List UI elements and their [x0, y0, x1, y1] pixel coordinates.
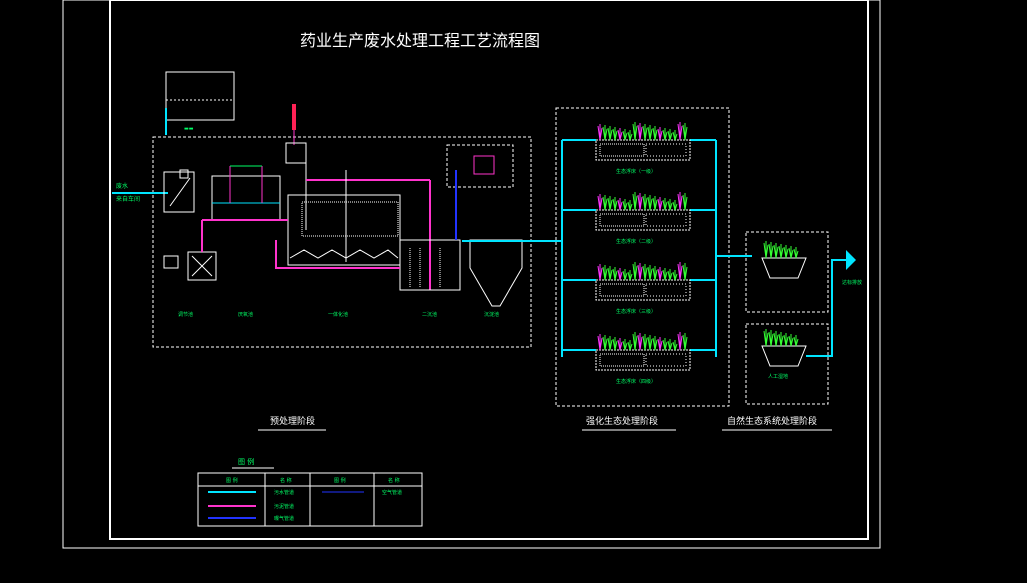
natural-outlet-pipe [806, 259, 846, 357]
outlet-arrow-icon [846, 250, 856, 270]
wetland-cell: 生态浮床（二级） [562, 192, 716, 245]
legend-header-symbol-2: 图 例 [334, 477, 346, 484]
wetland-plants [597, 332, 688, 351]
dosing-device [285, 104, 307, 230]
wetland-plants [597, 122, 688, 141]
wetland-label: 生态浮床（三级） [616, 308, 656, 315]
natural-plants [763, 241, 799, 347]
clarifier-cone [462, 239, 530, 307]
legend-header-name: 名 称 [280, 477, 292, 484]
inlet-label: 废水 [116, 182, 128, 190]
unit-label-pre-e: 沉淀池 [484, 311, 499, 318]
sludge-tank [163, 219, 288, 281]
legend-row1-left: 污水管道 [274, 489, 294, 496]
legend-table [197, 472, 423, 527]
sludge-return-line [275, 240, 400, 269]
wetland-label: 生态浮床（一级） [616, 168, 656, 175]
natural-bio-zone-upper [745, 231, 829, 313]
unit-label-pre-c: 一体化池 [328, 311, 348, 318]
legend-row1-right: 空气管道 [382, 489, 402, 496]
natural-bio-zone-lower [745, 323, 829, 405]
legend-header-symbol: 图 例 [226, 477, 238, 484]
unit-label-pre-b: 厌氧池 [238, 311, 253, 318]
blower-box [446, 144, 514, 240]
wetland-label: 生态浮床（二级） [616, 238, 656, 245]
unit-label-pre-a: 调节池 [178, 311, 193, 318]
wetland-cells: 生态浮床（一级） 生态浮床（二级） 生态浮床（三级） 生态浮床（四级） [562, 122, 716, 385]
stage-label-natural: 自然生态系统处理阶段 [727, 415, 817, 427]
grille-chamber [163, 169, 195, 213]
wetland-cell: 生态浮床（三级） [562, 262, 716, 315]
pond-plants-upper [763, 241, 799, 259]
natural-pond-lower [761, 345, 807, 367]
pond-plants-lower [763, 329, 799, 347]
unit-label-pre-d: 二沉池 [422, 311, 437, 318]
diagram-title: 药业生产废水处理工程工艺流程图 [300, 31, 540, 50]
wetland-cell: 生态浮床（一级） [562, 122, 716, 175]
wetland-plants [597, 192, 688, 211]
regulating-tank [211, 165, 281, 221]
wetland-cell: 生态浮床（四级） [562, 332, 716, 385]
natural-pond-upper [761, 257, 807, 279]
legend-title: 图 例 [238, 457, 254, 466]
outer-frame [62, 0, 881, 549]
legend-header-name-2: 名 称 [388, 477, 400, 484]
stage-label-pretreatment: 预处理阶段 [270, 415, 315, 427]
legend-row2-left: 污泥管道 [274, 503, 294, 510]
unit-label-pond-1: 人工湿地 [768, 373, 788, 380]
inlet-sublabel: 来自车间 [116, 195, 140, 203]
stage-label-enhanced: 强化生态处理阶段 [586, 415, 658, 427]
wetland-label: 生态浮床（四级） [616, 378, 656, 385]
elevated-tank: ▬▬ [165, 71, 235, 135]
outlet-label: 达标排放 [842, 279, 862, 286]
svg-text:▬▬: ▬▬ [184, 126, 194, 132]
enhanced-bio-zone [555, 107, 730, 407]
legend-row3-left: 曝气管道 [274, 515, 294, 522]
inner-frame [109, 0, 869, 540]
integrated-reactor [287, 170, 431, 290]
secondary-tank [399, 239, 461, 291]
wetland-plants [597, 262, 688, 281]
